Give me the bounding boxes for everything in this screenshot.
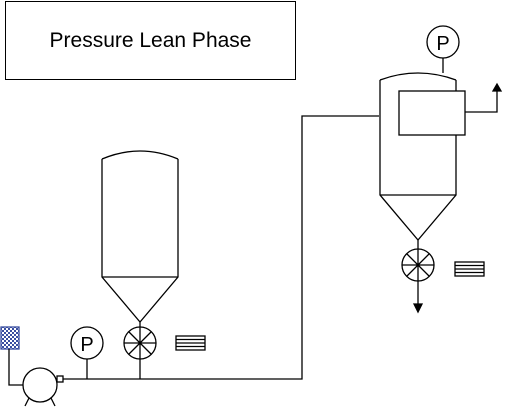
vent-arrow-icon xyxy=(491,82,503,92)
pressure-gauge-icon: P xyxy=(70,326,104,379)
rotary-valve-icon xyxy=(123,326,157,379)
receiver-gauge-icon: P xyxy=(426,25,460,73)
dust-filter-unit xyxy=(398,90,498,136)
blower-icon xyxy=(22,367,64,407)
discharge-motor-icon xyxy=(454,261,485,277)
receiver-vessel xyxy=(379,72,457,249)
receiver-gauge-label: P xyxy=(436,33,449,55)
conveying-line xyxy=(63,115,379,380)
diagram-title: Pressure Lean Phase xyxy=(5,1,296,80)
line-gauge-label: P xyxy=(80,334,93,356)
feed-hopper xyxy=(101,150,179,327)
discharge-arrow-icon xyxy=(412,281,424,314)
inlet-filter-icon xyxy=(0,326,24,386)
valve-motor-icon xyxy=(175,335,206,351)
discharge-valve-icon xyxy=(401,248,435,282)
